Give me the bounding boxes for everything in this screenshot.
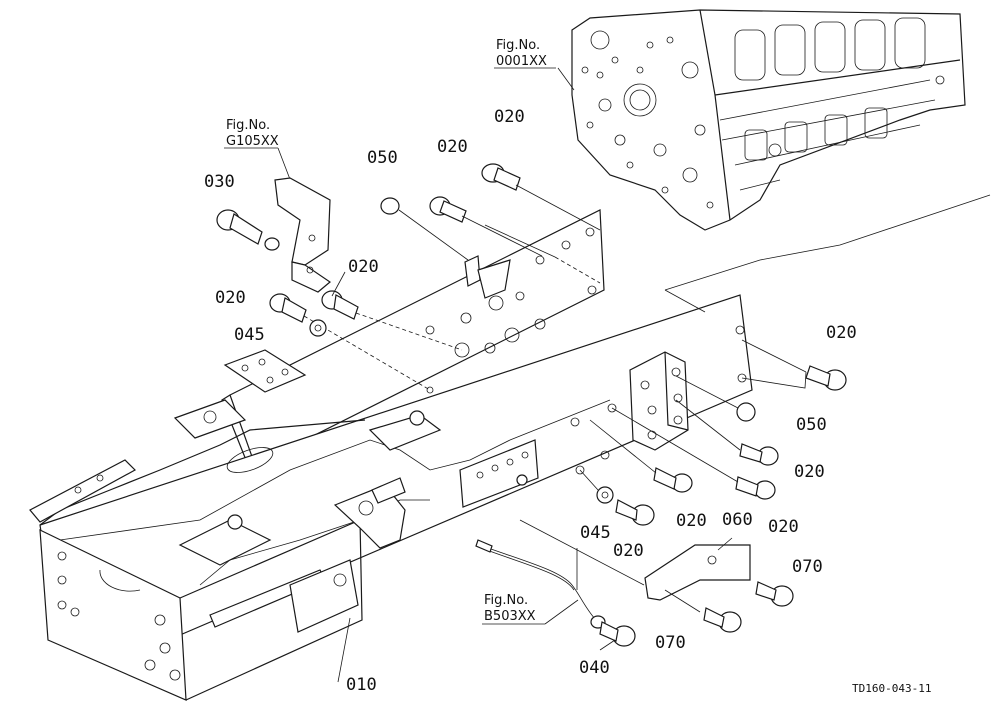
collar-050-right (675, 375, 756, 422)
washer-045-left (309, 319, 327, 337)
callout-020-left: 020 (215, 288, 246, 308)
callout-020-left2: 020 (348, 257, 379, 277)
ground-wire (475, 539, 606, 629)
bolt-020-right-a (675, 399, 779, 466)
callout-030: 030 (204, 172, 235, 192)
callout-010: 010 (346, 675, 377, 695)
washer-045-bottom (579, 469, 614, 504)
callout-060: 060 (722, 510, 753, 530)
bolt-020-right-b (611, 407, 776, 500)
engine-block (557, 9, 966, 231)
bolt-020-left2 (321, 290, 463, 351)
bolt-040 (599, 621, 636, 647)
fig-ref-engine: Fig.No. 0001XX (494, 38, 556, 69)
front-frame (29, 209, 753, 701)
callout-040: 040 (579, 658, 610, 678)
callout-050-top: 050 (367, 148, 398, 168)
callout-045-left: 045 (234, 325, 265, 345)
fig-ref-harness: Fig.No. B503XX (482, 593, 579, 625)
bolt-070-right (755, 581, 794, 607)
fig-ref-engine-code: 0001XX (496, 54, 547, 69)
callout-020-mid: 020 (437, 137, 468, 157)
callout-020-right-a: 020 (794, 462, 825, 482)
bolt-070-bottom (703, 607, 742, 633)
callout-020-right-top: 020 (826, 323, 857, 343)
fig-ref-harness-title: Fig.No. (484, 593, 528, 608)
callout-leaders (331, 271, 733, 683)
fig-ref-bracket-title: Fig.No. (226, 118, 270, 133)
callout-070-bottom: 070 (655, 633, 686, 653)
engine-bracket (274, 177, 331, 293)
bolt-020-bottom (615, 499, 655, 526)
stay-060 (519, 519, 751, 613)
engine-mount-lines (484, 194, 991, 313)
callout-020-right-b: 020 (768, 517, 799, 537)
fig-ref-engine-title: Fig.No. (496, 38, 540, 53)
bolt-020-top (481, 163, 601, 231)
callout-045-bottom: 045 (580, 523, 611, 543)
callout-050-right: 050 (796, 415, 827, 435)
callout-labels: 020 050 020 030 020 020 045 020 050 020 … (204, 107, 857, 695)
bolt-020-right-top (741, 339, 847, 391)
drawing-code: TD160-043-11 (852, 682, 931, 695)
callout-020-top: 020 (494, 107, 525, 127)
fig-ref-harness-code: B503XX (484, 609, 536, 624)
fig-ref-bracket: Fig.No. G105XX (224, 118, 297, 196)
fig-ref-bracket-code: G105XX (226, 134, 279, 149)
callout-020-right-c: 020 (676, 511, 707, 531)
bolt-020-right-c (589, 419, 693, 493)
callout-070-right: 070 (792, 557, 823, 577)
callout-020-bottom: 020 (613, 541, 644, 561)
collar-050-top (380, 197, 469, 261)
bolt-030 (216, 209, 280, 251)
bolt-020-mid (429, 196, 543, 257)
